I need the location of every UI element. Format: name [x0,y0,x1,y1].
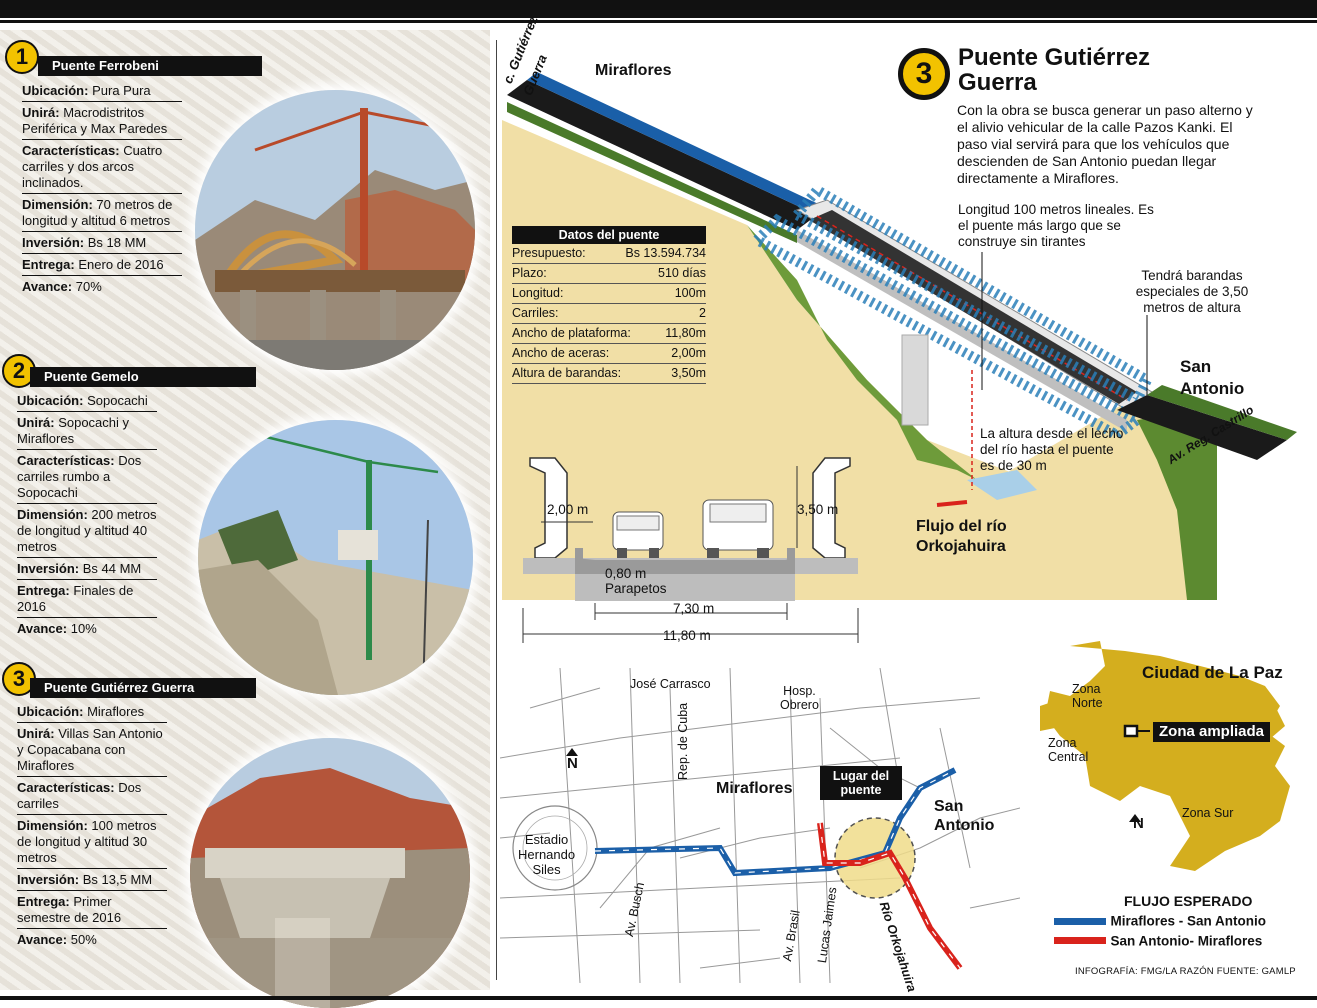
cs-sidewalk: 2,00 m [547,502,589,517]
info-row: Características: Dos carriles [17,777,167,815]
bridge-1-info: Ubicación: Pura Pura Unirá: Macrodistrit… [22,80,182,297]
legend-item-blue: Miraflores - San Antonio [1054,912,1266,930]
main-number: 3 [898,48,950,100]
info-row: Características: Dos carriles rumbo a So… [17,450,157,504]
bottom-rule [0,996,1317,1000]
map-rep-cuba: Rep. de Cuba [676,702,690,780]
slope-left [747,225,977,480]
data-row: Ancho de plataforma:11,80m [512,324,706,344]
left-road-edge [527,72,827,215]
callout-height: La altura desde el lecho del río hasta e… [980,426,1124,473]
legend-title: FLUJO ESPERADO [1124,893,1253,909]
info-row: Ubicación: Miraflores [17,701,167,723]
place-left: Miraflores [595,62,672,79]
cs-roadway: 7,30 m [673,601,715,616]
cs-parapet-1: 0,80 m [605,566,647,581]
bridge-1-section: 1 Puente Ferrobeni Ubicación: Pura Pura … [0,30,490,370]
info-row: Dimensión: 100 metros de longitud y alti… [17,815,167,869]
map-jose-carrasco: José Carrasco [630,677,711,691]
bridge-2-title: Puente Gemelo [30,367,256,387]
bridge-2-info: Ubicación: Sopocachi Unirá: Sopocachi y … [17,390,157,639]
bridge-1-title: Puente Ferrobeni [38,56,262,76]
credit-line: INFOGRAFÍA: FMG/LA RAZÓN FUENTE: GAMLP [1075,966,1296,977]
callout-length: Longitud 100 metros lineales. Es el puen… [958,202,1154,249]
info-row: Características: Cuatro carriles y dos a… [22,140,182,194]
info-row: Avance: 50% [17,932,97,947]
bridge-3-section: 3 Puente Gutiérrez Guerra Ubicación: Mir… [0,660,490,1008]
callout-railing: Tendrá barandas especiales de 3,50 metro… [1135,268,1249,315]
main-description: Con la obra se busca generar un paso alt… [957,102,1253,186]
bridge-3-photo [190,738,470,1008]
cs-railing: 3,50 m [797,502,839,517]
data-row: Plazo:510 días [512,264,706,284]
terrain-right [977,390,1197,600]
river-flow-arrow [936,500,968,507]
legend-swatch [1054,937,1106,945]
cross-section [522,457,859,643]
zoom-box [1123,724,1139,738]
info-row: Avance: 70% [22,279,102,294]
bridge-pillar [901,334,929,426]
bridge-data-table: Datos del puente Presupuesto:Bs 13.594.7… [512,226,706,384]
info-row: Entrega: Primer semestre de 2016 [17,891,167,929]
river [967,470,1037,500]
data-row: Altura de barandas:3,50m [512,364,706,384]
info-row: Inversión: Bs 44 MM [17,558,157,580]
info-row: Dimensión: 200 metros de longitud y alti… [17,504,157,558]
info-row: Entrega: Finales de 2016 [17,580,157,618]
bridge-3-info: Ubicación: Miraflores Unirá: Villas San … [17,701,167,950]
column-divider [496,40,497,980]
flow-san-antonio-miraflores [817,822,963,970]
cs-parapet-2: Parapetos [605,581,667,596]
city-shape [1045,641,1290,871]
info-row: Inversión: Bs 18 MM [22,232,182,254]
info-row: Unirá: Villas San Antonio y Copacabana c… [17,723,167,777]
bridge-1-photo [195,90,475,370]
info-row: Unirá: Sopocachi y Miraflores [17,412,157,450]
street-map [500,668,1020,983]
map-miraflores: Miraflores [716,780,793,797]
city-title: Ciudad de La Paz [1142,663,1283,682]
info-row: Dimensión: 70 metros de longitud y altit… [22,194,182,232]
bridge-3-title: Puente Gutiérrez Guerra [30,678,256,698]
right-road [1117,395,1287,460]
railing-far [789,183,1154,407]
legend-swatch [1054,916,1106,925]
city-zona-sur: Zona Sur [1182,806,1234,820]
city-zona-ampliada: Zona ampliada [1153,722,1271,742]
info-row: Ubicación: Pura Pura [22,80,182,102]
data-row: Carriles:2 [512,304,706,324]
bridge-2-photo [198,420,473,695]
bridge-2-section: 2 Puente Gemelo Ubicación: Sopocachi Uni… [0,350,490,695]
data-row: Ancho de aceras:2,00m [512,344,706,364]
info-row: Unirá: Macrodistritos Periférica y Max P… [22,102,182,140]
bridges-column: 1 Puente Ferrobeni Ubicación: Pura Pura … [0,30,490,1008]
left-road [507,80,817,230]
data-table-title: Datos del puente [512,226,706,244]
top-rule [0,20,1317,23]
map-hospital: Hosp.Obrero [780,684,819,712]
bridge-1-number: 1 [5,40,39,74]
top-bar [0,0,1317,18]
info-row: Inversión: Bs 13,5 MM [17,869,167,891]
info-row: Avance: 10% [17,621,97,636]
data-row: Presupuesto:Bs 13.594.734 [512,244,706,264]
legend-item-red: San Antonio- Miraflores [1054,932,1262,950]
info-row: Entrega: Enero de 2016 [22,254,182,276]
info-row: Ubicación: Sopocachi [17,390,157,412]
map-north-label: N [567,755,578,772]
city-north-label: N [1133,815,1144,832]
cs-total: 11,80 m [663,628,711,643]
data-row: Longitud:100m [512,284,706,304]
slope-right [1137,410,1217,600]
